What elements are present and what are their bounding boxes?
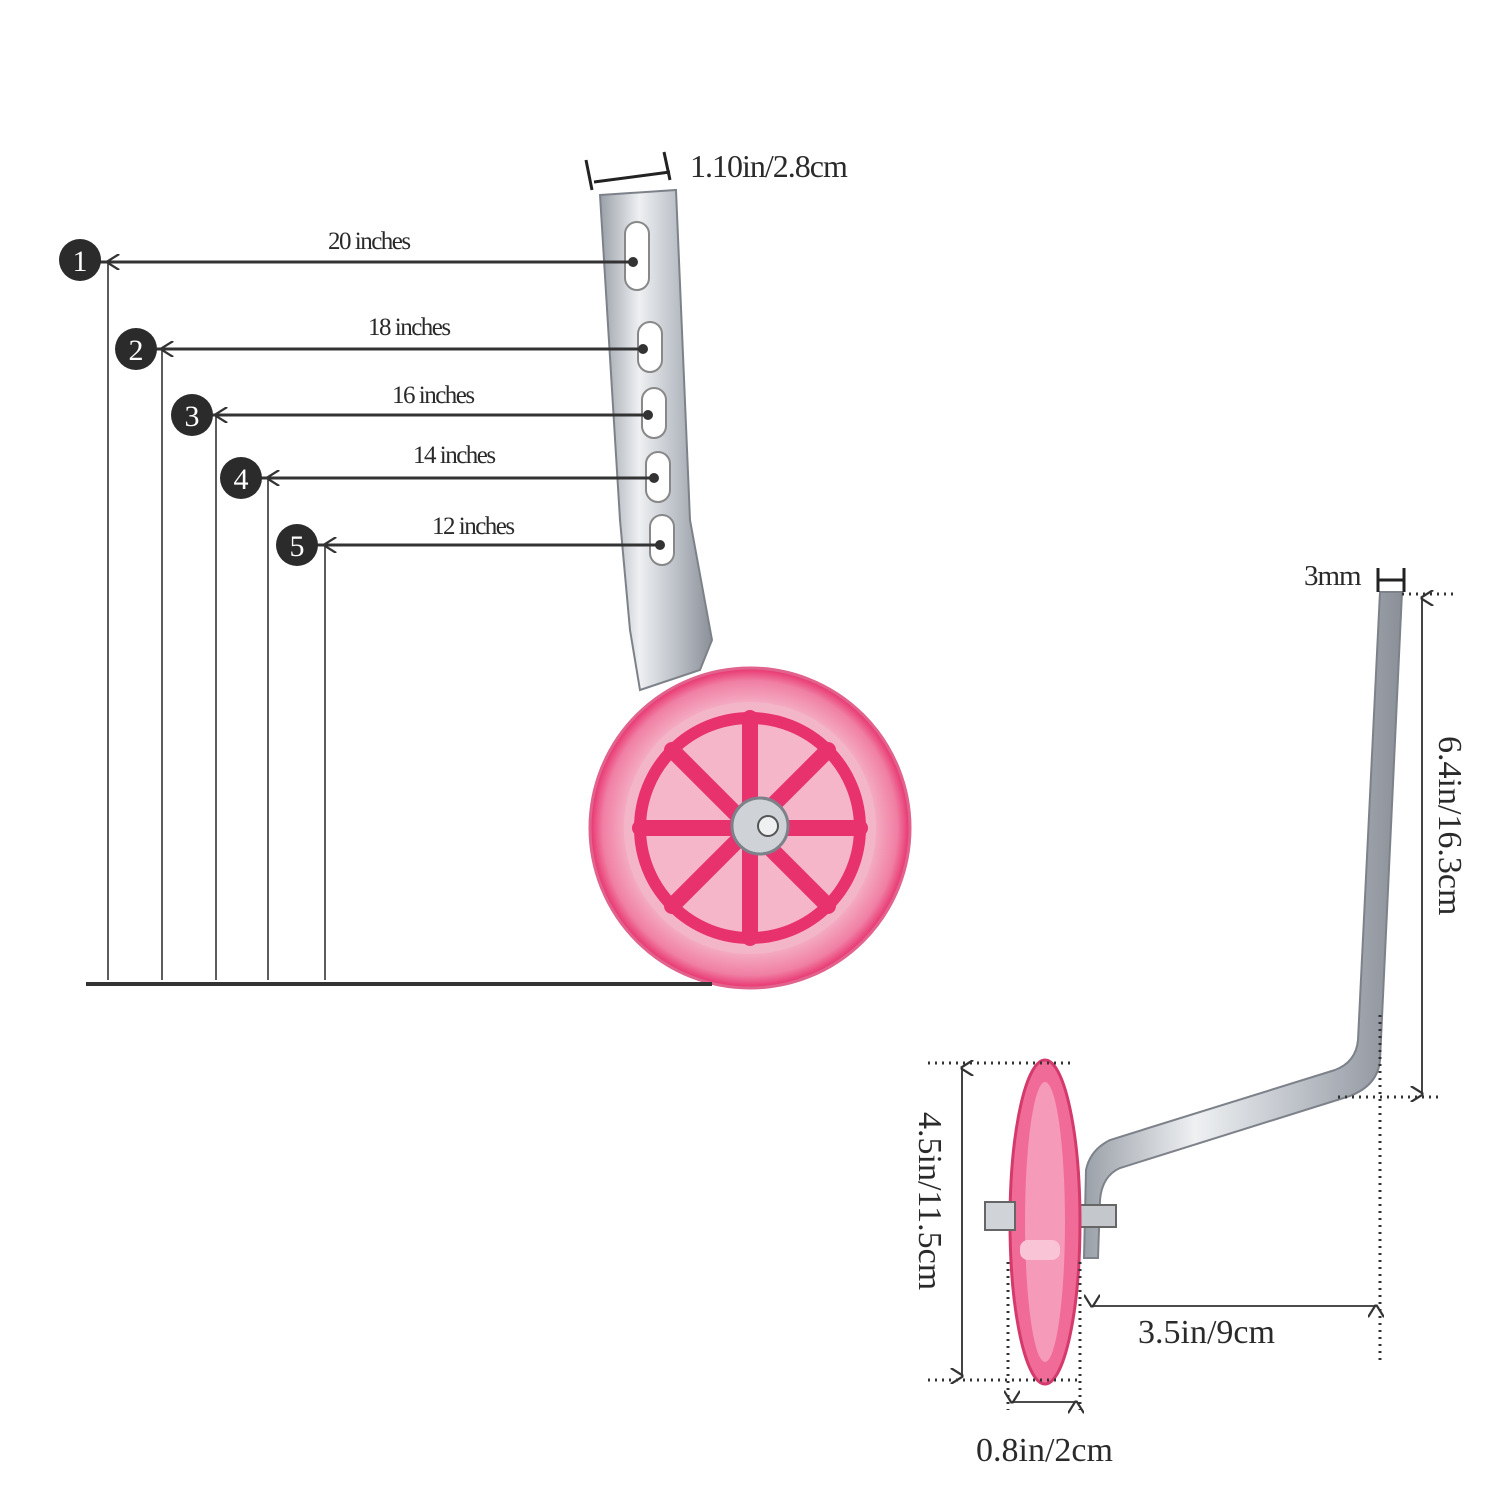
bracket-height-label: 6.4in/16.3cm <box>1431 736 1468 916</box>
hole-label-4: 14 inches <box>413 442 496 469</box>
bracket-width-dimension <box>584 151 672 191</box>
hole-label-3: 16 inches <box>392 382 475 409</box>
badge-5 <box>276 524 318 566</box>
front-view-dimension-lines <box>962 598 1422 1402</box>
hole-dot-3 <box>643 410 653 420</box>
thickness-label: 3mm <box>1304 560 1362 592</box>
badge-2 <box>115 328 157 370</box>
badge-number-2: 2 <box>129 334 144 367</box>
front-view-wheel <box>984 1058 1082 1386</box>
badge-number-1: 1 <box>73 245 88 278</box>
wheel-width-label: 0.8in/2cm <box>976 1432 1113 1469</box>
badge-number-4: 4 <box>234 463 249 496</box>
badge-3 <box>171 394 213 436</box>
hole-dot-5 <box>655 540 665 550</box>
offset-label: 3.5in/9cm <box>1138 1314 1275 1351</box>
front-view-guides <box>928 592 1455 1410</box>
hole-dot-4 <box>649 473 659 483</box>
thickness-dimension <box>1376 568 1406 592</box>
front-view-bracket <box>1079 591 1404 1259</box>
badge-number-3: 3 <box>185 400 200 433</box>
wheel-diameter-label: 4.5in/11.5cm <box>911 1112 948 1291</box>
hole-label-1: 20 inches <box>328 228 411 255</box>
hole-pointer-lines <box>80 260 662 547</box>
side-view-wheel <box>588 666 912 990</box>
bracket-width-label: 1.10in/2.8cm <box>690 148 848 184</box>
badge-1 <box>59 239 101 281</box>
hole-label-5: 12 inches <box>432 513 515 540</box>
height-arrows <box>108 262 325 980</box>
hole-dot-2 <box>638 344 648 354</box>
hole-label-2: 18 inches <box>368 314 451 341</box>
side-view-bracket <box>598 188 714 692</box>
badge-number-5: 5 <box>290 530 305 563</box>
hole-badges <box>59 239 318 566</box>
hole-dot-1 <box>628 257 638 267</box>
badge-4 <box>220 457 262 499</box>
